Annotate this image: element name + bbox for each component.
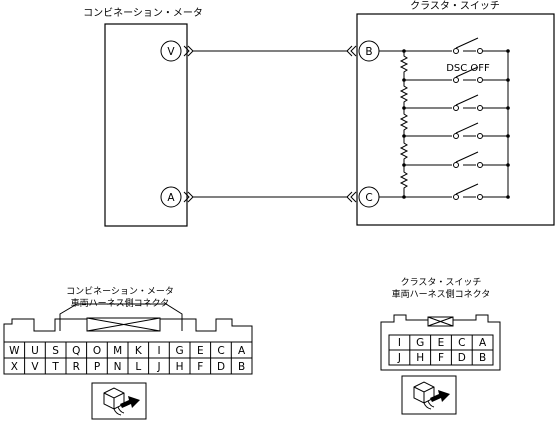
switch-cell: G bbox=[416, 337, 424, 349]
meter-pin-a-label: A bbox=[167, 192, 175, 204]
switch-connector-row2: J H F D B bbox=[397, 352, 486, 364]
meter-cell: I bbox=[157, 345, 160, 357]
switch-cell: B bbox=[479, 352, 486, 364]
switch-connector-title-2: 車両ハーネス側コネクタ bbox=[392, 288, 491, 300]
meter-cell: W bbox=[9, 345, 20, 357]
switch-title: クラスタ・スイッチ bbox=[410, 0, 500, 12]
meter-connector-row2: X V T R P N L J H F D B bbox=[11, 361, 246, 373]
wire-a-c bbox=[183, 191, 357, 203]
meter-cell: M bbox=[113, 345, 122, 357]
meter-cell: O bbox=[93, 345, 101, 357]
switch-internal-wiring bbox=[379, 50, 509, 198]
switch-cell: F bbox=[438, 352, 444, 364]
meter-connector-title-2: 車両ハーネス側コネクタ bbox=[71, 297, 170, 309]
switch-connector bbox=[380, 314, 501, 371]
switch-cell: J bbox=[397, 352, 401, 364]
switch-cell: A bbox=[479, 337, 487, 349]
meter-connector-row1: W U S Q O M K I G E C A bbox=[9, 345, 246, 357]
meter-cell: P bbox=[94, 361, 100, 373]
meter-cell: J bbox=[156, 361, 160, 373]
switch-cell: E bbox=[438, 337, 445, 349]
switch-box bbox=[356, 13, 555, 226]
meter-cell: T bbox=[51, 361, 59, 373]
meter-cell: V bbox=[31, 361, 39, 373]
meter-cell: L bbox=[135, 361, 141, 373]
switch-cell: H bbox=[416, 352, 424, 364]
wire-v-b bbox=[183, 45, 357, 57]
switch-cell: D bbox=[458, 352, 466, 364]
meter-cell: F bbox=[197, 361, 203, 373]
meter-cell: R bbox=[73, 361, 80, 373]
meter-connector bbox=[3, 303, 253, 375]
meter-cell: Q bbox=[72, 345, 80, 357]
meter-cell: C bbox=[217, 345, 224, 357]
switch-pin-c-label: C bbox=[365, 192, 372, 204]
meter-pin-a bbox=[160, 186, 182, 208]
meter-cell: H bbox=[176, 361, 184, 373]
switch-pin-b-label: B bbox=[365, 46, 372, 58]
meter-cell: A bbox=[238, 345, 246, 357]
meter-cell: N bbox=[114, 361, 122, 373]
meter-cell: U bbox=[31, 345, 39, 357]
dsc-off-label: DSC OFF bbox=[446, 63, 490, 74]
switch-connector-title-1: クラスタ・スイッチ bbox=[401, 277, 482, 288]
meter-cell: X bbox=[11, 361, 18, 373]
meter-cell: E bbox=[197, 345, 204, 357]
switch-cell: C bbox=[458, 337, 465, 349]
meter-cell: G bbox=[176, 345, 184, 357]
meter-connector-title-1: コンビネーション・メータ bbox=[66, 286, 174, 297]
switch-connector-row1: I G E C A bbox=[398, 337, 487, 349]
meter-cell: D bbox=[217, 361, 225, 373]
meter-cell: K bbox=[135, 345, 143, 357]
switch-cell: I bbox=[398, 337, 401, 349]
harness-side-view-icon bbox=[91, 382, 147, 420]
meter-cell: S bbox=[52, 345, 59, 357]
meter-pin-v bbox=[160, 40, 182, 62]
harness-side-view-icon bbox=[401, 375, 457, 415]
meter-cell: B bbox=[238, 361, 245, 373]
meter-pin-v-label: V bbox=[167, 46, 175, 58]
meter-title: コンビネーション・メータ bbox=[83, 7, 203, 19]
